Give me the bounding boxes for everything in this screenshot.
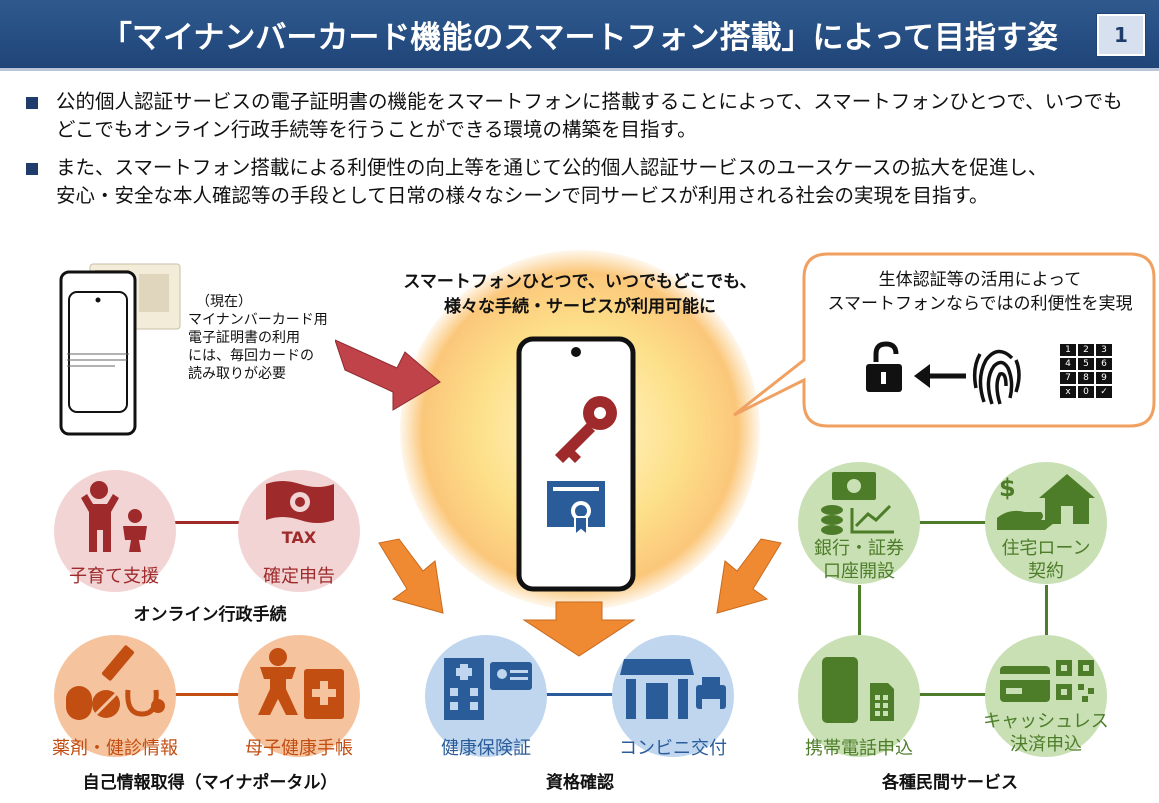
item-cashless-l2: 決済申込 — [1010, 734, 1082, 755]
current-note-l5: 読み取りが必要 — [188, 366, 286, 382]
item-maternity-label: 母子健康手帳 — [245, 738, 353, 759]
fingerprint-icon — [972, 349, 1021, 405]
orange-arrow-down-icon — [522, 601, 636, 657]
item-mobile-l1: 携帯電話申込 — [805, 738, 913, 759]
red-arrow-icon — [335, 339, 441, 411]
item-tax-label: 確定申告 — [263, 566, 335, 587]
bubble-caption: 生体認証等の活用によって スマートフォンならではの利便性を実現 — [805, 268, 1155, 316]
phone-sim-icon — [822, 657, 894, 723]
keypad-key: 1 — [1060, 344, 1076, 356]
keypad-key: 8 — [1078, 372, 1094, 384]
page-number: 1 — [1097, 14, 1145, 56]
bullet-2-line1: また、スマートフォン搭載による利便性の向上等を通じて公的個人認証サービスのユース… — [56, 156, 1048, 179]
bullet-2: また、スマートフォン搭載による利便性の向上等を通じて公的個人認証サービスのユース… — [26, 154, 1146, 210]
item-convenience-label: コンビニ交付 — [619, 738, 727, 759]
group-qual-label: 資格確認 — [546, 773, 614, 793]
item-medicine-label: 薬剤・健診情報 — [52, 738, 178, 759]
bullet-1-line1: 公的個人認証サービスの電子証明書の機能をスマートフォンに搭載することによって、ス… — [56, 90, 1123, 113]
connector — [170, 521, 250, 524]
keypad-key: 6 — [1096, 358, 1112, 370]
mobile-circle — [798, 635, 920, 757]
speech-bubble — [733, 252, 1156, 428]
keypad-key: x — [1060, 386, 1076, 398]
smartphone-icon — [516, 336, 636, 592]
group-portal-label: 自己情報取得（マイナポータル） — [82, 773, 338, 793]
certificate-icon — [547, 481, 605, 538]
medicine-stethoscope-icon — [66, 645, 165, 720]
maternity-handbook-icon — [258, 648, 344, 719]
tax-icon-text: TAX — [281, 528, 317, 547]
biometric-icons — [866, 341, 1021, 405]
orange-arrow-left-icon — [378, 538, 444, 614]
current-phone-with-card — [59, 263, 181, 436]
item-bank-l2: 口座開設 — [823, 561, 895, 582]
keypad-key: 2 — [1078, 344, 1094, 356]
orange-arrow-right-icon — [716, 538, 782, 614]
item-mortgage-l2: 契約 — [1028, 561, 1064, 582]
childcare-circle — [54, 470, 176, 592]
current-note-l2: マイナンバーカード用 — [188, 312, 328, 328]
bank-money-chart-icon — [821, 472, 894, 535]
bullet-square-icon — [26, 163, 38, 175]
item-cashless-label: キャッシュレス 決済申込 — [966, 710, 1126, 756]
title-divider — [0, 68, 1159, 71]
connector — [170, 693, 250, 696]
connector — [540, 693, 620, 696]
keypad-key: ✓ — [1096, 386, 1112, 398]
center-caption-line1: スマートフォンひとつで、いつでもどこでも、 — [403, 272, 757, 292]
page-title: 「マイナンバーカード機能のスマートフォン搭載」によって目指す姿 — [101, 20, 1058, 56]
money-icon — [266, 481, 334, 523]
bullet-1: 公的個人認証サービスの電子証明書の機能をスマートフォンに搭載することによって、ス… — [26, 88, 1146, 144]
bullet-square-icon — [26, 97, 38, 109]
house-loan-icon: $ — [997, 474, 1095, 530]
keypad-key: 9 — [1096, 372, 1112, 384]
bullet-1-line2: どこでもオンライン行政手続等を行うことができる環境の構築を目指す。 — [56, 118, 697, 141]
item-bank-l1: 銀行・証券 — [814, 538, 904, 559]
hospital-card-icon — [444, 658, 532, 720]
bullet-2-line2: 安心・安全な本人確認等の手段として日常の様々なシーンで同サービスが利用される社会… — [56, 184, 989, 207]
current-note-l3: 電子証明書の利用 — [188, 330, 300, 346]
keypad-key: 7 — [1060, 372, 1076, 384]
keypad-key: 4 — [1060, 358, 1076, 370]
connector — [858, 585, 861, 635]
item-cashless-l1: キャッシュレス — [983, 711, 1109, 732]
current-note: （現在） マイナンバーカード用 電子証明書の利用 には、毎回カードの 読み取りが… — [188, 293, 328, 383]
childcare-icon — [81, 481, 147, 552]
current-note-l1: （現在） — [196, 294, 252, 310]
keypad-icon: 1 2 3 4 5 6 7 8 9 x 0 ✓ — [1060, 344, 1114, 398]
item-mortgage-label: 住宅ローン 契約 — [976, 537, 1116, 583]
item-childcare-label: 子育て支援 — [69, 566, 159, 587]
center-caption: スマートフォンひとつで、いつでもどこでも、 様々な手続・サービスが利用可能に — [390, 270, 770, 320]
center-caption-line2: 様々な手続・サービスが利用可能に — [444, 297, 716, 317]
bubble-line2: スマートフォンならではの利便性を実現 — [827, 294, 1133, 314]
store-printer-icon — [620, 659, 726, 719]
connector — [910, 693, 992, 696]
group-gov-label: オンライン行政手続 — [133, 605, 287, 625]
keypad-key: 3 — [1096, 344, 1112, 356]
item-mortgage-l1: 住宅ローン — [1001, 538, 1091, 559]
item-insurance-label: 健康保険証 — [441, 738, 531, 759]
keypad-key: 5 — [1078, 358, 1094, 370]
item-bank-label: 銀行・証券 口座開設 — [789, 537, 929, 583]
title-bar: 「マイナンバーカード機能のスマートフォン搭載」によって目指す姿 — [0, 0, 1159, 68]
item-mobile-label: 携帯電話申込 — [789, 734, 929, 760]
svg-text:$: $ — [999, 474, 1016, 502]
current-note-l4: には、毎回カードの — [188, 348, 314, 364]
connector — [910, 521, 992, 524]
connector — [1045, 585, 1048, 635]
group-private-label: 各種民間サービス — [882, 773, 1018, 793]
keypad-key: 0 — [1078, 386, 1094, 398]
arrow-left-icon — [914, 364, 966, 388]
bubble-line1: 生体認証等の活用によって — [878, 270, 1082, 290]
unlock-icon — [866, 341, 902, 392]
card-qr-icon — [1000, 660, 1094, 702]
